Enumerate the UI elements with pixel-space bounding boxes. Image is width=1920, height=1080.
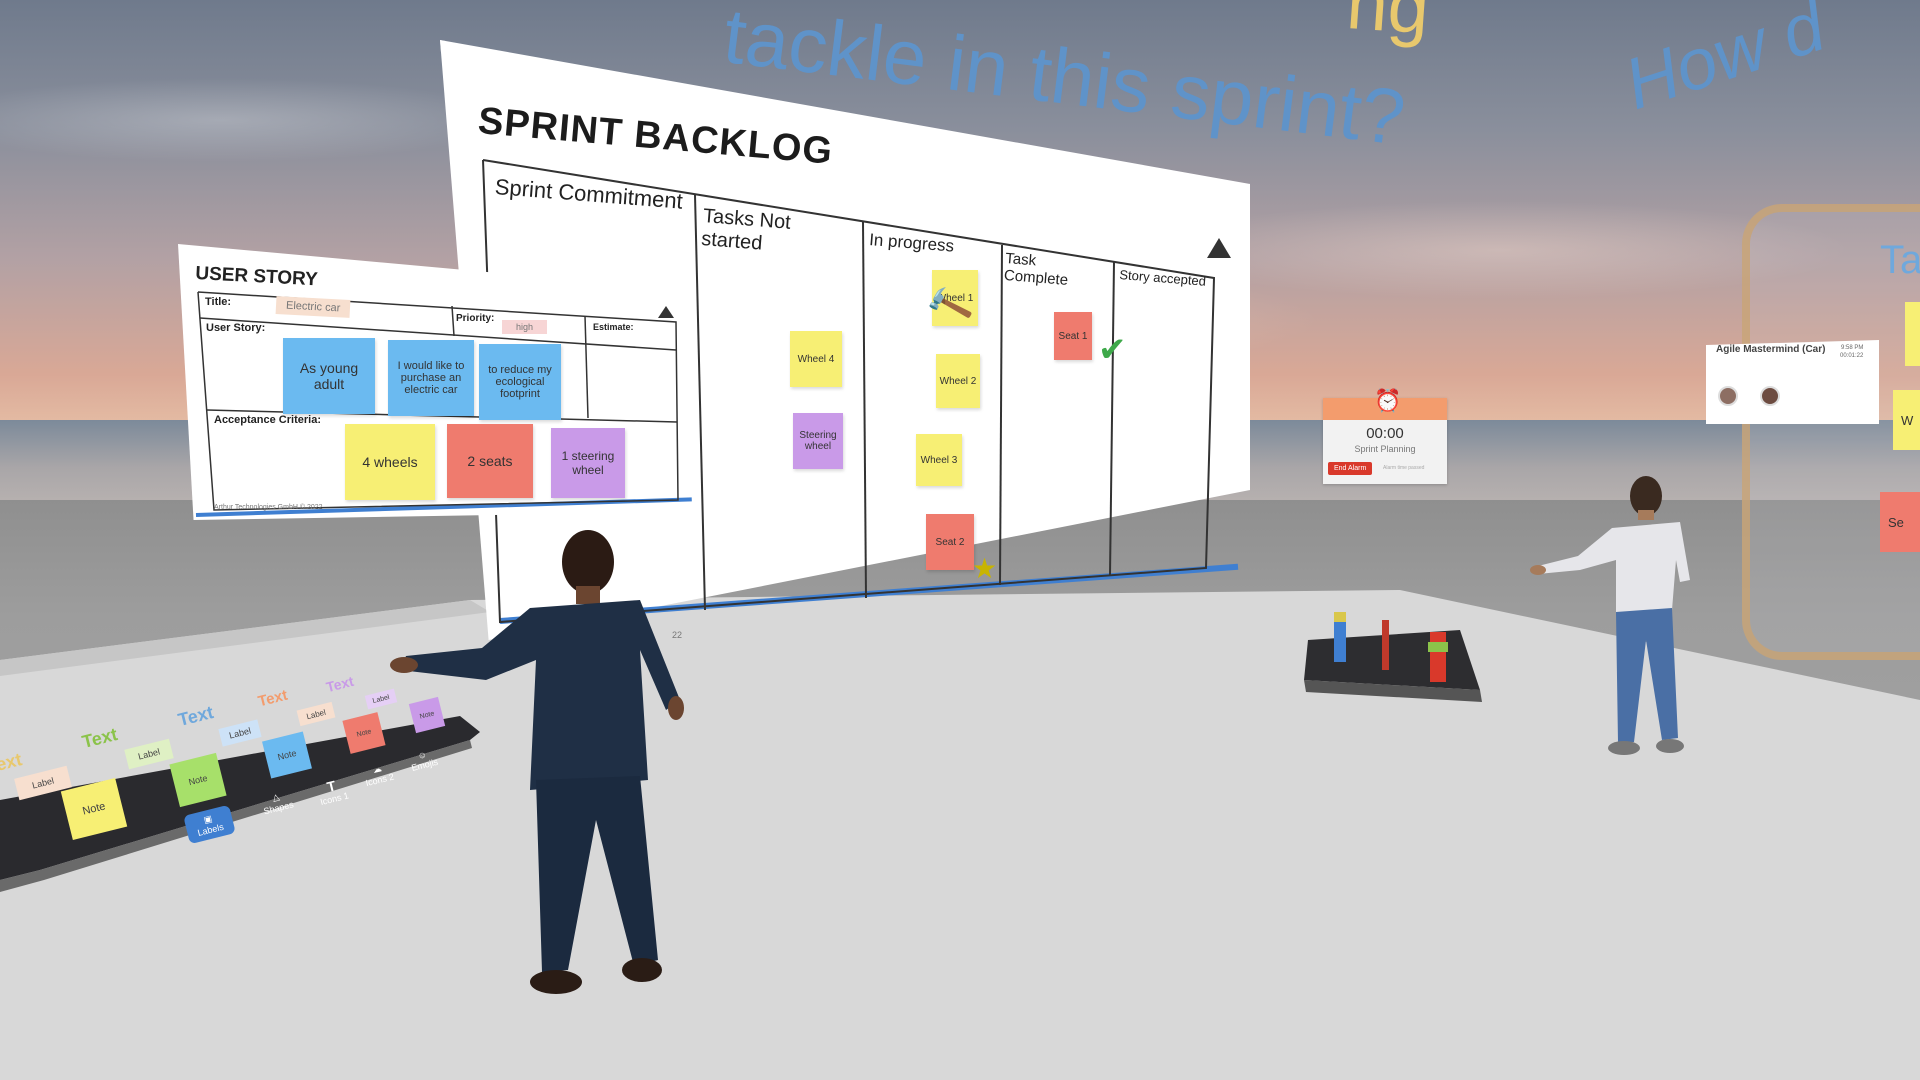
sticky-note-wheel1[interactable]: Wheel 1	[932, 270, 978, 326]
story-note-young-adult[interactable]: As young adult	[283, 338, 375, 414]
story-estimate-label: Estimate:	[593, 322, 634, 332]
timer-header	[1323, 398, 1447, 420]
criteria-note-4-wheels[interactable]: 4 wheels	[345, 424, 435, 500]
tool-labels-label: Labels	[196, 821, 225, 838]
avatar-businessman	[390, 530, 684, 994]
agile-duration: 00:01:22	[1840, 353, 1864, 360]
sticky-note-wheel4[interactable]: Wheel 4	[790, 331, 842, 387]
agile-clock-time: 9:58 PM	[1841, 345, 1864, 351]
avatar-man-white-shirt	[1530, 476, 1690, 755]
story-priority-value[interactable]: high	[502, 320, 548, 334]
agile-mastermind-panel[interactable]	[1706, 340, 1879, 424]
arthur-logo-icon	[1207, 238, 1231, 258]
user-story-label: User Story:	[206, 322, 266, 334]
right-sticky-yellow[interactable]	[1905, 302, 1920, 366]
star-icon: ★	[972, 553, 998, 584]
timer-time: 00:00	[1366, 425, 1404, 442]
sticky-note-wheel3[interactable]: Wheel 3	[916, 434, 962, 486]
sticky-note-seat1[interactable]: Seat 1	[1054, 312, 1092, 360]
sticky-note-wheel2[interactable]: Wheel 2	[936, 354, 980, 408]
story-title-value[interactable]: Electric car	[275, 296, 351, 318]
participant-avatar[interactable]	[1718, 386, 1738, 406]
right-sticky-seat[interactable]: Se	[1880, 492, 1920, 552]
sprint-backlog-footer: 22	[672, 630, 683, 640]
agile-panel-title: Agile Mastermind (Car)	[1716, 344, 1826, 355]
story-note-purchase[interactable]: I would like to purchase an electric car	[388, 340, 474, 416]
acceptance-criteria-label: Acceptance Criteria:	[214, 414, 321, 426]
sky-heading-fragment: ng	[1344, 0, 1433, 50]
sticky-note-steering-wheel[interactable]: Steering wheel	[793, 413, 843, 469]
user-story-footer: Arthur Technologies GmbH © 2022	[214, 504, 323, 511]
participant-avatar-2[interactable]	[1760, 386, 1780, 406]
checkmark-icon: ✔	[1098, 331, 1127, 369]
right-board-heading: Ta	[1880, 238, 1920, 282]
timer-label: Sprint Planning	[1354, 444, 1416, 454]
story-title-label: Title:	[205, 296, 232, 308]
end-alarm-button[interactable]: End Alarm	[1328, 462, 1373, 475]
sticky-note-seat2[interactable]: Seat 2	[926, 514, 974, 570]
timer-extra-text: Alarm time passed	[1383, 465, 1425, 471]
arthur-logo-icon-small	[658, 306, 674, 318]
story-note-footprint[interactable]: to reduce my ecological footprint	[479, 344, 561, 420]
agile-panel-time: 9:58 PM 00:01:22	[1840, 344, 1863, 361]
right-sticky-wheel[interactable]: W	[1893, 390, 1920, 450]
alarm-clock-icon: ⏰	[1374, 388, 1402, 413]
column-tasks-not-started: Tasks Not started	[700, 205, 792, 255]
criteria-note-steering-wheel[interactable]: 1 steering wheel	[551, 428, 625, 498]
right-board-frame	[1742, 204, 1920, 660]
story-priority-label: Priority:	[456, 313, 495, 324]
column-task-complete: Task Complete	[1003, 250, 1069, 290]
criteria-note-2-seats[interactable]: 2 seats	[447, 424, 533, 498]
sprint-timer-panel[interactable]: 00:00 Sprint Planning End Alarm Alarm ti…	[1323, 398, 1447, 484]
